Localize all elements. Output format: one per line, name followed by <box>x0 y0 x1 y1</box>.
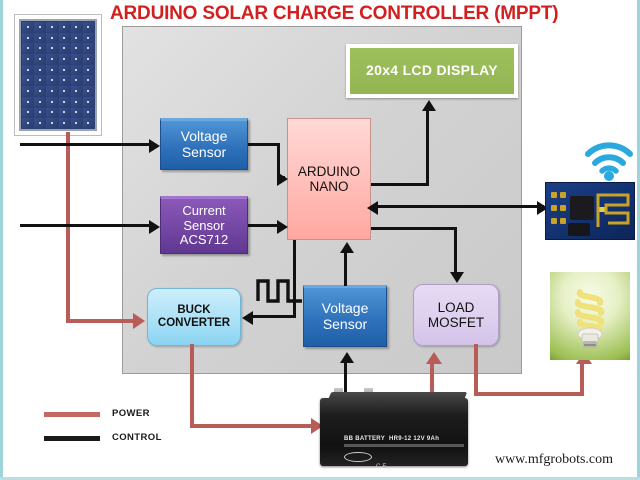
power-wire-battery-to-mosfet <box>430 362 434 410</box>
power-wire-buck-down <box>190 344 194 428</box>
control-wire-vsens1-step <box>277 143 280 179</box>
control-wire-arduino-esp <box>378 205 544 208</box>
battery-spec-strip <box>344 444 464 447</box>
battery-logo-oval <box>344 452 372 462</box>
legend-power-label: POWER <box>112 408 150 419</box>
battery-brand-label: BB BATTERY HR9-12 12V 9Ah <box>344 436 440 442</box>
control-wire-battery-to-vsens2 <box>344 362 347 394</box>
esp-led <box>598 207 605 212</box>
control-wire-arduino-to-lcd-h <box>371 183 429 186</box>
control-wire-arduino-to-mosfet-v <box>454 227 457 274</box>
control-arrow-into-vsens2 <box>340 352 354 363</box>
power-wire-mosfet-down <box>474 344 478 396</box>
control-arrow-into-mosfet <box>450 272 464 283</box>
lead-acid-battery: BB BATTERY HR9-12 12V 9Ah CE <box>314 384 472 470</box>
page-border-bottom <box>0 477 640 480</box>
load-mosfet-label: LOAD MOSFET <box>427 299 485 330</box>
cfl-bulb-icon <box>575 289 605 348</box>
power-arrow-into-mosfet <box>426 352 442 364</box>
esp-chip <box>570 196 594 220</box>
control-arrow-into-arduino-v2 <box>340 242 354 253</box>
battery-body: BB BATTERY HR9-12 12V 9Ah CE <box>320 398 468 470</box>
voltage-sensor-panel-label: Voltage Sensor <box>180 128 228 160</box>
power-wire-mosfet-to-bulb <box>474 392 584 396</box>
voltage-sensor-panel-block: Voltage Sensor <box>160 118 248 170</box>
voltage-sensor-battery-block: Voltage Sensor <box>303 285 387 347</box>
current-sensor-block: Current Sensor ACS712 <box>160 196 248 254</box>
voltage-sensor-battery-label: Voltage Sensor <box>321 300 369 332</box>
control-wire-vsens1-out <box>248 143 280 146</box>
legend-control-label: CONTROL <box>112 432 162 443</box>
control-arrow-into-vsens1 <box>149 139 160 153</box>
lcd-display-label: 20x4 LCD DISPLAY <box>366 62 498 79</box>
legend-power-swatch <box>44 412 100 417</box>
control-wire-arduino-to-mosfet-h <box>371 227 457 230</box>
page-border-left <box>0 0 3 480</box>
power-wire-bulb-up <box>580 362 584 394</box>
esp-flash-chip <box>568 223 590 236</box>
arduino-nano-block: ARDUINO NANO <box>287 118 371 240</box>
esp8266-wifi-module <box>545 182 635 240</box>
legend: POWER CONTROL <box>44 404 184 450</box>
power-wire-panel-down <box>66 132 70 323</box>
wifi-icon <box>585 142 633 181</box>
page-border-right <box>637 0 640 480</box>
cfl-lamp-load <box>550 272 630 360</box>
control-wire-panel-to-csens <box>20 224 151 227</box>
control-arrow-into-arduino-c <box>277 220 288 234</box>
diagram-title: ARDUINO SOLAR CHARGE CONTROLLER (MPPT) <box>110 3 559 24</box>
lcd-display-block: 20x4 LCD DISPLAY <box>346 44 518 98</box>
control-wire-pwm-down <box>293 240 296 318</box>
watermark: www.mfgrobots.com <box>494 452 614 467</box>
pwm-waveform-icon <box>256 279 302 303</box>
buck-converter-block: BUCK CONVERTER <box>147 288 241 346</box>
control-arrow-into-buck <box>242 311 253 325</box>
control-arrow-to-arduino-esp <box>367 201 378 215</box>
control-wire-arduino-to-lcd-v <box>426 110 429 185</box>
pcb-antenna-trace <box>596 193 630 227</box>
arduino-nano-label: ARDUINO NANO <box>297 163 361 194</box>
control-wire-pwm-to-buck <box>253 315 296 318</box>
control-arrow-to-esp <box>537 201 548 215</box>
solar-panel-cells <box>19 19 97 131</box>
control-arrow-into-lcd <box>422 100 436 111</box>
battery-certification-marks: CE <box>376 464 389 470</box>
buck-converter-label: BUCK CONVERTER <box>157 304 231 329</box>
load-mosfet-block: LOAD MOSFET <box>413 284 499 346</box>
power-wire-buck-to-battery <box>190 424 312 428</box>
control-arrow-into-arduino-v1 <box>277 172 288 186</box>
power-wire-panel-to-buck <box>66 319 134 323</box>
current-sensor-label: Current Sensor ACS712 <box>179 203 229 248</box>
legend-control-swatch <box>44 436 100 441</box>
control-arrow-into-csens <box>149 220 160 234</box>
control-wire-vsens2-to-arduino <box>344 252 347 286</box>
solar-panel <box>14 14 102 136</box>
control-wire-panel-to-vsens1 <box>20 143 151 146</box>
control-wire-csens-to-arduino <box>248 224 280 227</box>
power-arrow-into-buck <box>133 313 145 329</box>
